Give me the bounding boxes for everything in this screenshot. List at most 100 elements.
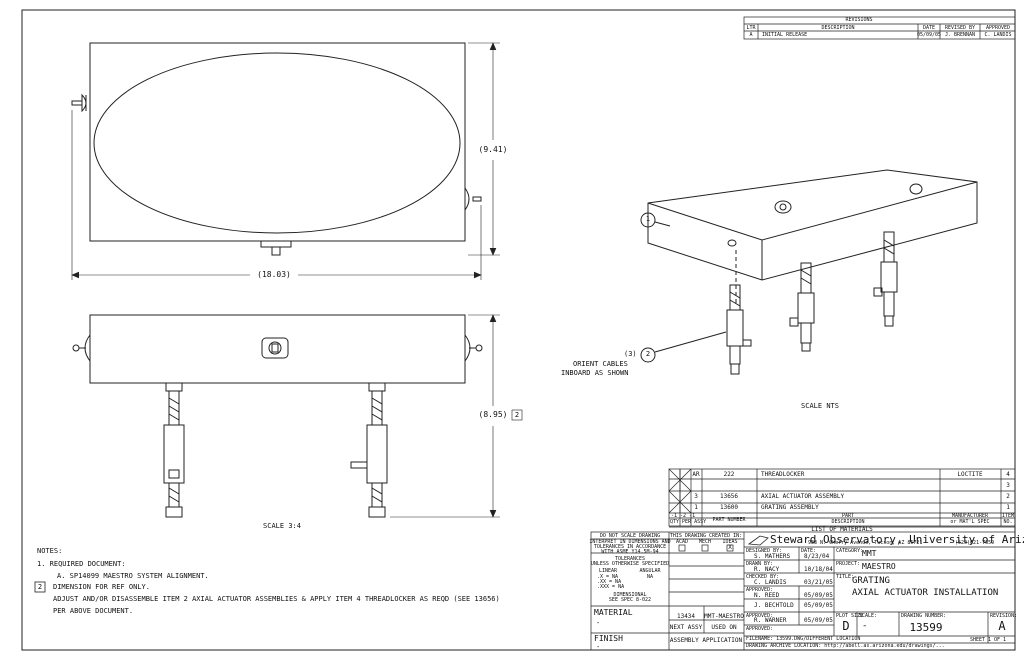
tb-material-value: - (596, 619, 601, 627)
bom-table (668, 468, 1016, 528)
notes-line-2-num: 2 (37, 583, 43, 591)
tb-archive-location: DRAWING ARCHIVE LOCATION: http://abell.a… (746, 643, 945, 649)
tb-approved1-date: 05/09/05 (804, 592, 833, 599)
tb-dimensional-2: SEE SPEC 8-022 (608, 597, 652, 603)
front-view-dimension (390, 314, 523, 518)
revisions-block (743, 16, 1016, 40)
bom-hdr-cols: -1 -2 -1 (671, 513, 696, 519)
bom-row-2-item: 2 (1006, 493, 1010, 500)
top-view (71, 42, 482, 256)
revisions-title: REVISIONS (845, 17, 873, 23)
tb-tol-lin-3: .XXX = NA (597, 584, 625, 590)
note-2-box (34, 581, 46, 593)
balloon-1-circle (640, 212, 656, 228)
front-view-scale: SCALE 3:4 (263, 522, 301, 530)
tb-revision-label: REVISION: (990, 613, 1018, 619)
bom-row-2-desc: AXIAL ACTUATOR ASSEMBLY (761, 493, 845, 500)
bom-row-2-qty: 3 (694, 493, 698, 500)
tb-checked-by: C. LANDIS (754, 579, 787, 586)
tb-checked-label: CHECKED BY: (746, 574, 780, 580)
tb-dont-scale: DO NOT SCALE DRAWING (599, 533, 661, 539)
tb-title-line-1: GRATING (852, 576, 890, 586)
tb-approved1-label: APPROVED: (746, 587, 774, 593)
tb-interpret-2: TOLERANCES IN ACCORDANCE (593, 544, 667, 550)
isometric-view (640, 169, 978, 375)
rev-hdr-description: DESCRIPTION (821, 25, 855, 31)
bom-row-2-part: 13656 (719, 493, 739, 500)
tb-drawing-number: 13599 (909, 621, 943, 634)
bom-row-1-item: 1 (1006, 504, 1010, 511)
bom-hdr-part: PART NUMBER (712, 517, 746, 523)
tb-title-label: TITLE: (836, 574, 855, 580)
tb-drawing-number-label: DRAWING NUMBER: (901, 613, 947, 619)
bom-hdr-desc-bot: DESCRIPTION (831, 519, 865, 525)
bom-hdr-item-top: ITEM (1001, 513, 1015, 519)
tb-checked-date: 03/21/05 (804, 579, 833, 586)
notes-line-1a: A. SP14099 MAESTRO SYSTEM ALIGNMENT. (57, 572, 209, 580)
tb-cad-ideas: IDEAS (722, 539, 738, 545)
rev-row-description: INITIAL RELEASE (762, 32, 808, 38)
tb-cad-mech: MECH (698, 539, 712, 545)
bom-hdr-qty: QTY PER ASSY (670, 519, 707, 525)
tb-tol-angular: ANGULAR (639, 568, 661, 574)
tb-interpret-1: INTERPRET IN DIMENSIONS AND (589, 539, 671, 545)
bom-row-3-item: 3 (1006, 482, 1010, 489)
tb-tol-linear: LINEAR (598, 568, 618, 574)
tb-project: MAESTRO (862, 562, 896, 571)
bom-hdr-mfr-bot: or MAT'L SPEC (950, 519, 990, 525)
tb-approved3-label: APPROVED: (746, 613, 774, 619)
tb-designed-date-label: DATE: (801, 548, 817, 554)
tb-cad-ideas-mark: X (728, 544, 732, 551)
iso-actuator-2 (789, 262, 815, 352)
notes-line-1: 1. REQUIRED DOCUMENT: (37, 560, 126, 568)
tb-approved3-date: 05/09/05 (804, 617, 833, 624)
bom-row-4-qty: AR (692, 471, 700, 478)
balloon-2-qty: (3) (624, 350, 637, 358)
bom-hdr-item-bot: NO. (1003, 519, 1013, 525)
top-view-dimensions (71, 42, 500, 280)
sheet-border (21, 9, 1016, 651)
balloon-2-note-1: ORIENT CABLES (573, 360, 628, 368)
tb-approved1-by: N. REED (754, 592, 780, 599)
balloon-2-circle (640, 347, 656, 363)
top-view-width-dim: (18.03) (257, 270, 291, 279)
tb-created-in: THIS DRAWING CREATED IN: (669, 533, 743, 539)
tb-interpret-3: WITH ASME Y14.5M-94 (601, 549, 659, 555)
rev-hdr-revised-by: REVISED BY (944, 25, 976, 31)
tb-scale-label: SCALE: (859, 613, 878, 619)
bom-row-4-mfr: LOCTITE (957, 471, 983, 478)
tb-tol-lin-1: .X = NA (597, 574, 619, 580)
tb-cad-acad: ACAD (675, 539, 689, 545)
tb-category-label: CATEGORY: (836, 548, 864, 554)
tb-filename: FILENAME: 13599.DWG/DIFFERENT LOCATION (746, 636, 861, 642)
tb-drawn-date: 10/18/04 (804, 566, 833, 573)
tb-designed-by: S. MATHERS (754, 553, 791, 560)
bom-row-1-part: 13600 (719, 504, 739, 511)
tb-approved2-date: 05/09/05 (804, 602, 833, 609)
rev-row-date: 05/09/05 (916, 32, 942, 38)
tb-tol-ang: NA (646, 574, 654, 580)
tb-plot-size: D (842, 619, 850, 633)
tb-drawn-label: DRAWN BY: (746, 561, 774, 567)
bom-title: LIST OF MATERIALS (811, 526, 873, 533)
title-block (590, 531, 1016, 651)
tb-organization: Steward Observatory, University of Arizo… (770, 533, 1024, 546)
tb-scale: - (862, 621, 868, 631)
bom-row-1-desc: GRATING ASSEMBLY (761, 504, 819, 511)
balloon-2-label: 2 (645, 350, 651, 358)
rev-row-revised-by: J. BRENNAN (944, 32, 976, 38)
tb-designed-label: DESIGNED BY: (746, 548, 783, 554)
front-view-height-dim: (8.95) (478, 410, 508, 419)
notes-line-3: ADJUST AND/OR DISASSEMBLE ITEM 2 AXIAL A… (53, 595, 500, 603)
tb-tol-lin-2: .XX = NA (597, 579, 622, 585)
bom-hdr-mfr-top: MANUFACTURER (951, 513, 989, 519)
iso-actuator-3 (873, 231, 898, 327)
front-view (72, 314, 483, 518)
tb-tol-title-2: UNLESS OTHERWISE SPECIFIED (590, 561, 670, 567)
notes-line-3b: PER ABOVE DOCUMENT. (53, 607, 134, 615)
tb-category: MMT (862, 549, 877, 558)
tb-drawn-by: R. NACY (754, 566, 780, 573)
tb-designed-date: 8/23/04 (804, 553, 830, 560)
rev-hdr-date: DATE (922, 25, 936, 31)
front-view-dim-note: 2 (514, 411, 520, 419)
